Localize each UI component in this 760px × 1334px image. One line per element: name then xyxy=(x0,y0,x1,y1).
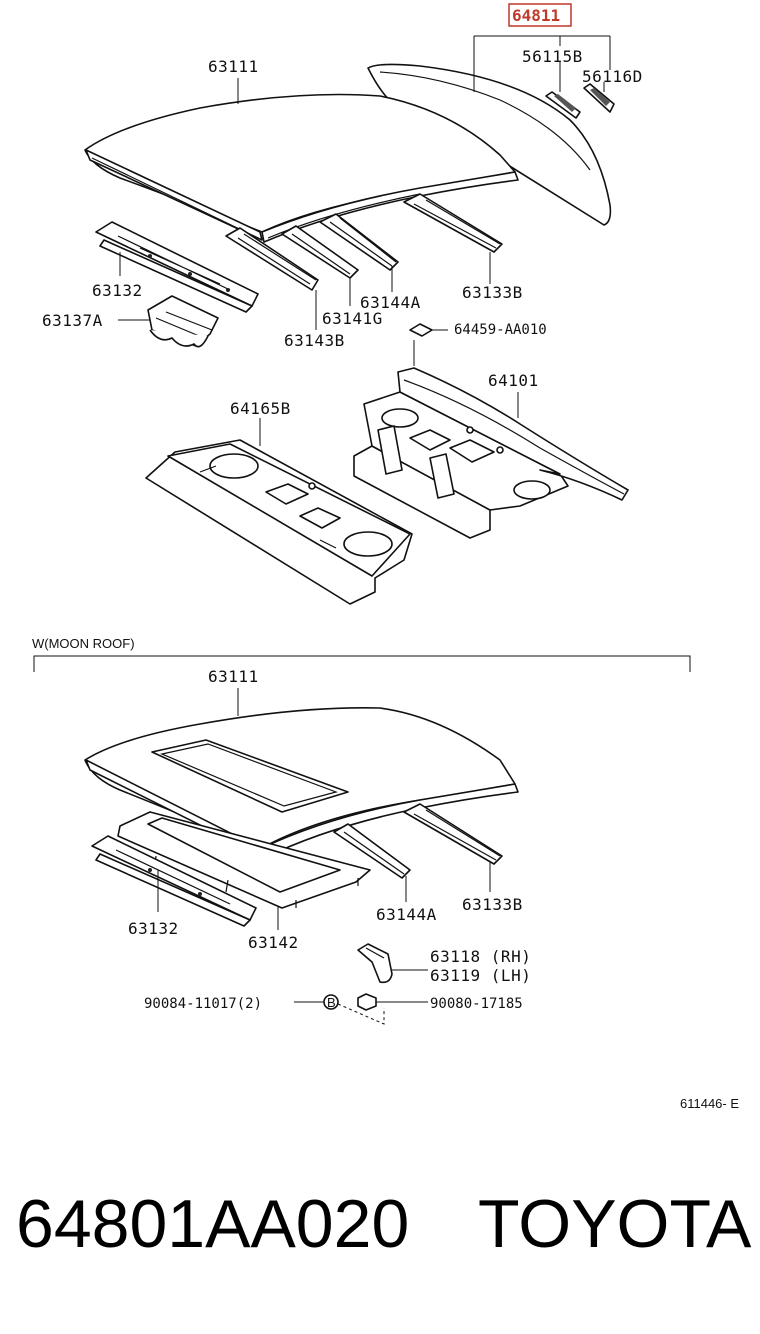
label-64165b: 64165B xyxy=(230,399,291,418)
bottom-diagram: B 63111 63132 63142 63144A 63133B 63118 … xyxy=(84,667,531,1025)
front-header-63132 xyxy=(95,221,259,313)
roof-panel-lower-rail xyxy=(85,149,263,241)
footer-part-number: 64801AA020 xyxy=(16,1186,410,1262)
roof-panel-side-rail xyxy=(261,171,519,243)
label-63137a: 63137A xyxy=(42,311,103,330)
figure-code: 611446- E xyxy=(680,1096,739,1111)
roof-bow-63133b-bottom xyxy=(403,803,503,865)
plug-64459 xyxy=(409,323,433,337)
label-63144a-top: 63144A xyxy=(360,293,421,312)
moonroof-opening-inner xyxy=(160,743,338,807)
package-tray-64165b xyxy=(145,439,413,605)
footer: 64801AA020 TOYOTA xyxy=(0,1185,760,1295)
leader-64459 xyxy=(413,329,448,366)
moon-roof-section: W(MOON ROOF) xyxy=(32,636,691,672)
label-64101: 64101 xyxy=(488,371,539,390)
garnish-56116d xyxy=(583,83,615,113)
leader-64811-bracket xyxy=(473,35,611,92)
label-64811-highlighted: 64811 xyxy=(512,6,560,25)
front-header-63132-bottom xyxy=(91,835,257,927)
clip-90080 xyxy=(357,993,377,1011)
leader-dashed-b xyxy=(337,1003,385,1025)
roof-bow-63141g xyxy=(281,225,359,279)
label-63143b: 63143B xyxy=(284,331,345,350)
roof-bow-63144a-bottom xyxy=(333,823,411,879)
label-63144a-bottom: 63144A xyxy=(376,905,437,924)
roof-bow-63144a xyxy=(319,213,399,271)
top-diagram: 63111 64811 56115B 56116D 63132 63137A 6… xyxy=(42,3,643,605)
footer-brand: TOYOTA xyxy=(478,1186,752,1262)
roof-bow-63133b xyxy=(403,193,503,253)
label-63132-bottom: 63132 xyxy=(128,919,179,938)
label-90084: 90084-11017(2) xyxy=(144,996,262,1012)
label-63133b-top: 63133B xyxy=(462,283,523,302)
label-63141g: 63141G xyxy=(322,309,383,328)
label-56115b: 56115B xyxy=(522,47,583,66)
label-63111-bottom: 63111 xyxy=(208,667,259,686)
label-63111-top: 63111 xyxy=(208,57,259,76)
pad-63118-63119 xyxy=(357,943,393,984)
rear-panel-64101 xyxy=(353,367,629,539)
bolt-marker-b: B xyxy=(323,994,339,1010)
section-bracket xyxy=(33,655,691,672)
label-90080: 90080-17185 xyxy=(430,996,523,1012)
garnish-56115b xyxy=(545,91,581,119)
label-63133b-bottom: 63133B xyxy=(462,895,523,914)
reinforcement-63142 xyxy=(117,811,371,909)
label-63142: 63142 xyxy=(248,933,299,952)
label-63119: 63119 (LH) xyxy=(430,966,531,985)
label-63132-top: 63132 xyxy=(92,281,143,300)
bracket-63137a xyxy=(147,295,219,348)
rear-window-inner-edge xyxy=(379,71,591,171)
label-63118: 63118 (RH) xyxy=(430,947,531,966)
roof-bow-63143b xyxy=(225,227,319,291)
bolt-marker-label: B xyxy=(327,995,336,1010)
section-title: W(MOON ROOF) xyxy=(32,636,135,651)
label-64459: 64459-AA010 xyxy=(454,322,547,338)
moonroof-opening xyxy=(151,739,349,813)
label-56116d: 56116D xyxy=(582,67,643,86)
highlight-box xyxy=(508,3,572,27)
